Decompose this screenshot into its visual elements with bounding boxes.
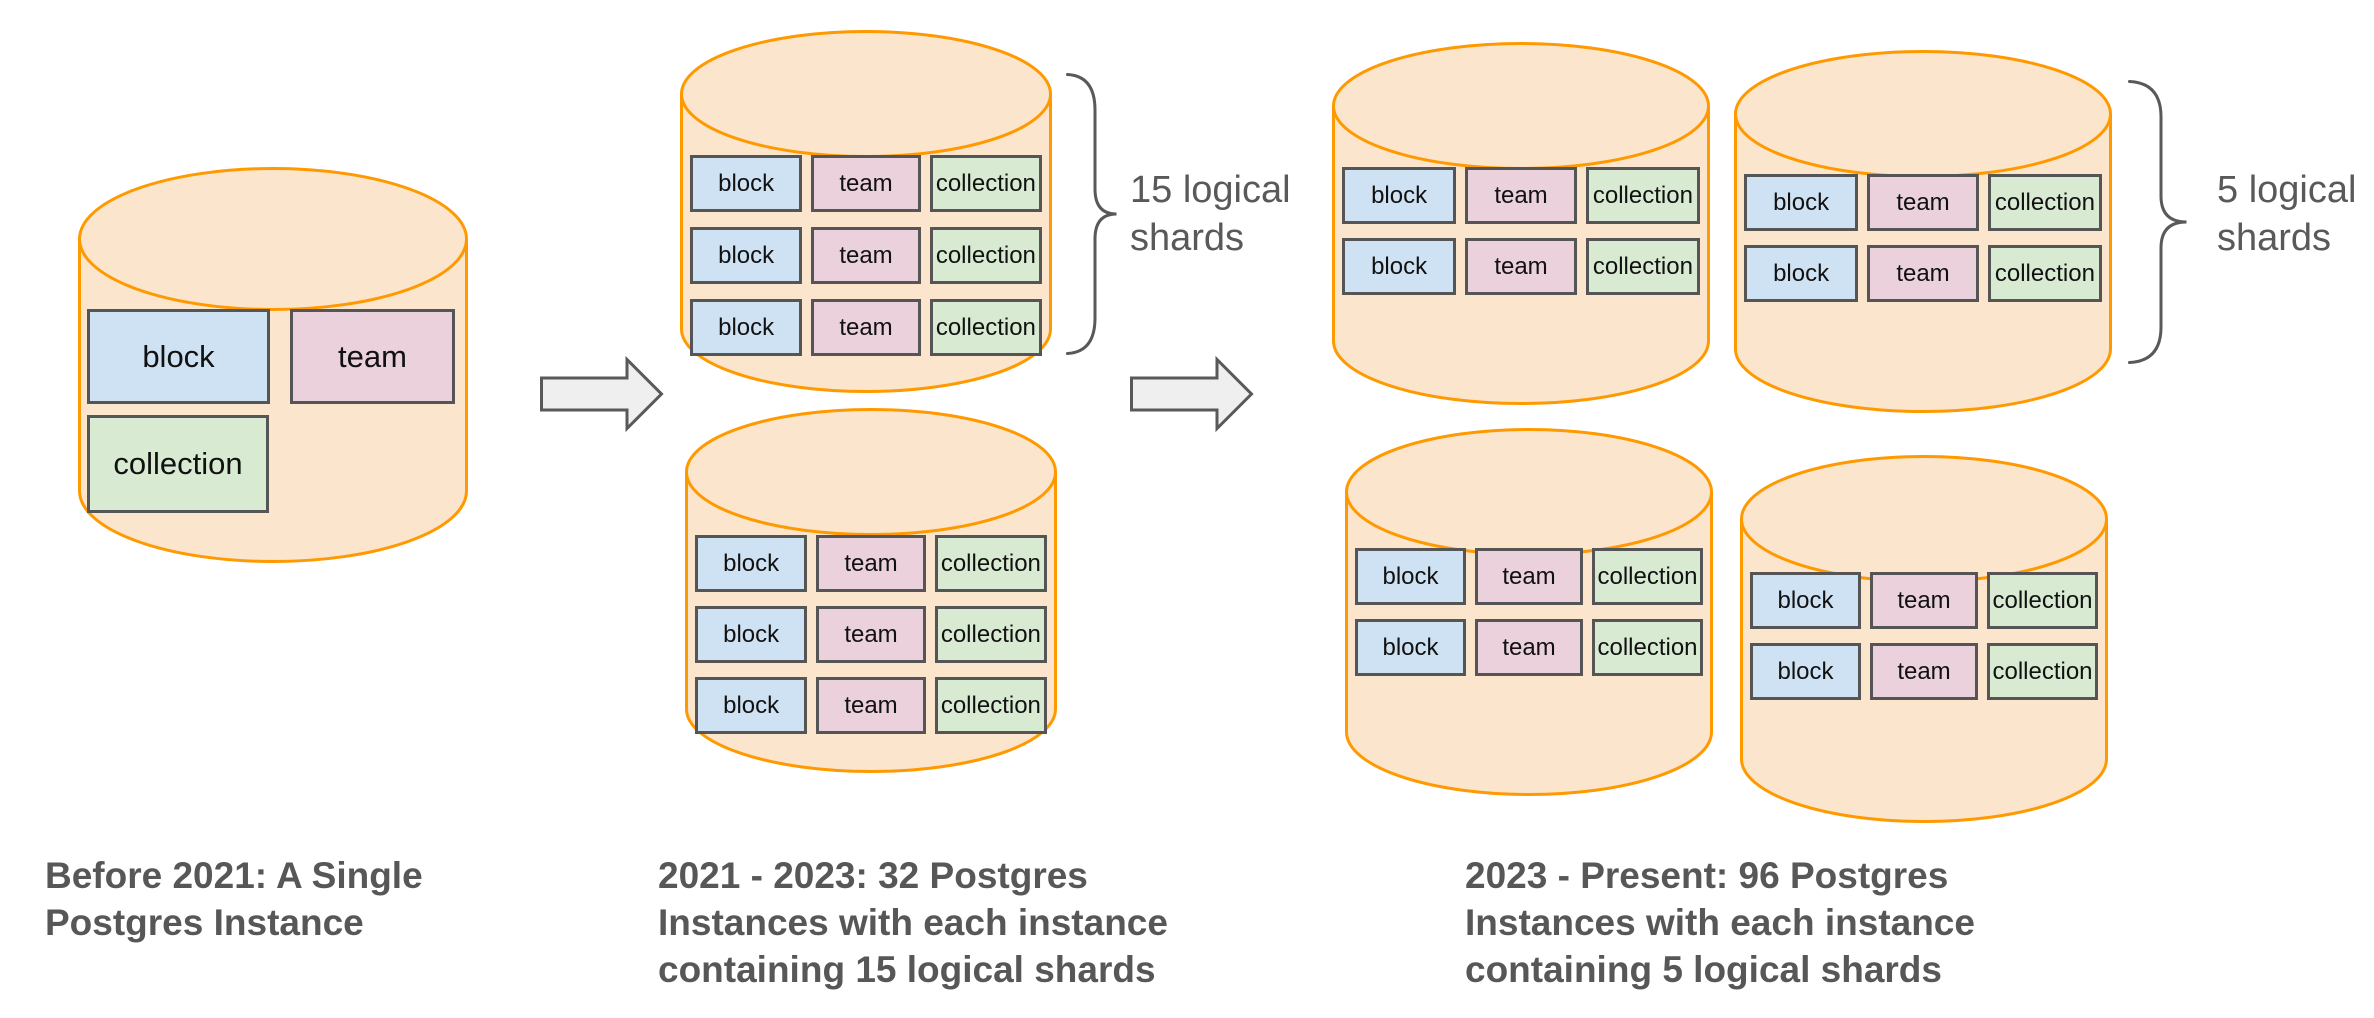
table-box-collection: collection bbox=[87, 415, 269, 513]
cylinder-shape bbox=[1734, 50, 2112, 413]
caption-line: 2021 - 2023: 32 Postgres bbox=[658, 855, 1088, 896]
table-box-collection: collection bbox=[934, 535, 1047, 592]
table-box-team: team bbox=[816, 677, 926, 734]
table-box-team: team bbox=[1465, 238, 1577, 295]
table-box-block: block bbox=[1750, 643, 1861, 700]
table-label-block: block bbox=[142, 338, 215, 374]
table-box-block: block bbox=[1750, 572, 1861, 629]
table-box-collection: collection bbox=[1987, 572, 2098, 629]
table-box-collection: collection bbox=[934, 677, 1047, 734]
table-box-team: team bbox=[811, 227, 921, 284]
table-label-collection: collection bbox=[113, 446, 243, 481]
table-box-team: team bbox=[811, 299, 921, 356]
table-box-collection: collection bbox=[929, 155, 1042, 212]
table-box-block: block bbox=[1342, 238, 1457, 295]
stage-caption-2023-present: 2023 - Present: 96 Postgres Instances wi… bbox=[1465, 852, 1975, 993]
table-box-team: team bbox=[1869, 643, 1979, 700]
table-box-collection: collection bbox=[1987, 643, 2098, 700]
shard-count-label-15: 15 logical shards bbox=[1130, 166, 1291, 262]
table-box-collection: collection bbox=[934, 606, 1047, 663]
table-box-block: block bbox=[1355, 619, 1466, 676]
curly-brace-15-shards bbox=[1066, 73, 1117, 355]
caption-line: Before 2021: A Single bbox=[45, 855, 423, 896]
cylinder-before-2021: block team collection bbox=[78, 167, 468, 563]
table-box-block: block bbox=[1355, 548, 1466, 605]
cylinder-shape bbox=[1740, 455, 2108, 823]
caption-line: Postgres Instance bbox=[45, 902, 364, 943]
table-box-team: team bbox=[290, 309, 455, 404]
table-box-team: team bbox=[1867, 174, 1979, 231]
table-box-block: block bbox=[1744, 245, 1859, 302]
table-box-collection: collection bbox=[1585, 238, 1700, 295]
table-box-block: block bbox=[690, 227, 803, 284]
caption-line: Instances with each instance bbox=[1465, 902, 1975, 943]
table-box-team: team bbox=[1465, 167, 1577, 224]
table-box-block: block bbox=[690, 155, 803, 212]
caption-line: containing 15 logical shards bbox=[658, 949, 1156, 990]
caption-line: Instances with each instance bbox=[658, 902, 1168, 943]
migration-arrow-1 bbox=[540, 355, 664, 433]
table-box-collection: collection bbox=[929, 227, 1042, 284]
table-box-collection: collection bbox=[1592, 619, 1703, 676]
table-box-team: team bbox=[811, 155, 921, 212]
table-box-team: team bbox=[1474, 619, 1584, 676]
table-box-collection: collection bbox=[929, 299, 1042, 356]
table-label-team: team bbox=[338, 338, 407, 374]
table-box-team: team bbox=[1869, 572, 1979, 629]
annotation-line: shards bbox=[2217, 217, 2332, 259]
table-box-collection: collection bbox=[1592, 548, 1703, 605]
table-box-team: team bbox=[1474, 548, 1584, 605]
table-box-team: team bbox=[1867, 245, 1979, 302]
table-box-block: block bbox=[695, 606, 808, 663]
table-box-block: block bbox=[1744, 174, 1859, 231]
stage-caption-before-2021: Before 2021: A Single Postgres Instance bbox=[45, 852, 423, 946]
table-box-collection: collection bbox=[1987, 174, 2102, 231]
stage-caption-2021-2023: 2021 - 2023: 32 Postgres Instances with … bbox=[658, 852, 1168, 993]
table-box-team: team bbox=[816, 606, 926, 663]
table-box-collection: collection bbox=[1987, 245, 2102, 302]
table-box-block: block bbox=[690, 299, 803, 356]
table-box-block: block bbox=[695, 535, 808, 592]
curly-brace-5-shards bbox=[2128, 80, 2187, 364]
annotation-line: 5 logical bbox=[2217, 169, 2357, 211]
caption-line: containing 5 logical shards bbox=[1465, 949, 1942, 990]
migration-arrow-2 bbox=[1130, 355, 1254, 433]
table-box-block: block bbox=[87, 309, 270, 404]
shard-count-label-5: 5 logical shards bbox=[2217, 166, 2356, 262]
annotation-line: shards bbox=[1130, 217, 1245, 259]
table-box-block: block bbox=[695, 677, 808, 734]
cylinder-shape bbox=[1345, 428, 1713, 796]
table-box-collection: collection bbox=[1585, 167, 1700, 224]
table-box-block: block bbox=[1342, 167, 1457, 224]
caption-line: 2023 - Present: 96 Postgres bbox=[1465, 855, 1949, 896]
table-box-team: team bbox=[816, 535, 926, 592]
annotation-line: 15 logical bbox=[1130, 169, 1291, 211]
